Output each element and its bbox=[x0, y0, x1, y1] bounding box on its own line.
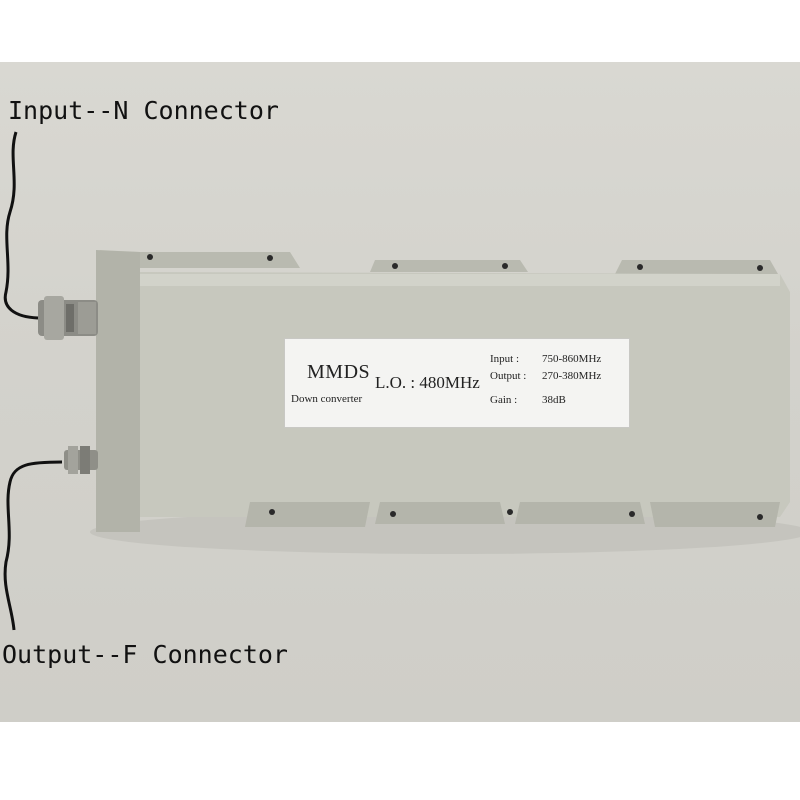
device-top-edge bbox=[140, 274, 780, 286]
bottom-tab-2 bbox=[375, 502, 505, 524]
bottom-tab-3 bbox=[515, 502, 645, 524]
output-callout-line bbox=[3, 460, 63, 631]
top-tab-right bbox=[615, 260, 778, 274]
spec-value: 750-860MHz bbox=[542, 353, 602, 365]
spec-key: Gain : bbox=[490, 394, 518, 406]
screw-holes bbox=[147, 254, 763, 520]
spec-value: 270-380MHz bbox=[542, 370, 602, 382]
device-end-plate bbox=[96, 250, 140, 532]
bottom-tab-1 bbox=[245, 502, 370, 527]
input-connector-annotation: Input--N Connector bbox=[8, 96, 279, 125]
brand-name: MMDS bbox=[307, 361, 371, 383]
f-connector bbox=[64, 446, 98, 474]
spec-gain: Gain : 38dB bbox=[490, 394, 566, 406]
spec-input: Input : 750-860MHz bbox=[490, 353, 601, 365]
spec-value: 38dB bbox=[542, 394, 566, 406]
top-tab-middle bbox=[370, 260, 528, 272]
device-label: MMDS L.O. : 480MHz Down converter Input … bbox=[285, 339, 629, 427]
bottom-tab-4 bbox=[650, 502, 780, 527]
spec-output: Output : 270-380MHz bbox=[490, 370, 601, 382]
spec-key: Output : bbox=[490, 370, 527, 382]
top-tab-left bbox=[115, 252, 300, 268]
output-connector-annotation: Output--F Connector bbox=[2, 640, 288, 669]
device-subtitle: Down converter bbox=[291, 393, 363, 405]
input-callout-line bbox=[3, 131, 39, 320]
lo-frequency: L.O. : 480MHz bbox=[375, 373, 480, 392]
spec-key: Input : bbox=[490, 353, 520, 365]
n-connector bbox=[38, 296, 98, 340]
